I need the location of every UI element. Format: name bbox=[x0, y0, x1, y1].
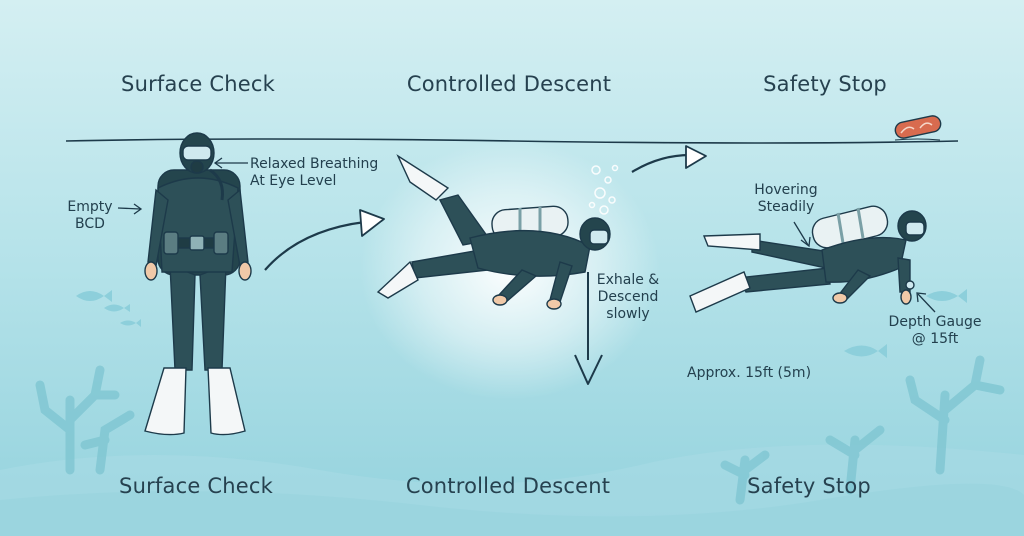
mask bbox=[905, 221, 925, 236]
fin-upper bbox=[396, 154, 450, 201]
label-exhale-line2: Descend bbox=[597, 289, 659, 305]
pointer-arrows bbox=[117, 157, 936, 313]
surface-buoy bbox=[894, 115, 942, 141]
label-gauge-line1: Depth Gauge bbox=[888, 314, 982, 330]
label-relaxed-line1: Relaxed Breathing bbox=[250, 156, 379, 172]
fin-lower bbox=[376, 260, 419, 299]
coral-left bbox=[35, 365, 135, 475]
label-empty-line1: Empty bbox=[67, 199, 113, 215]
label-gauge-line2: @ 15ft bbox=[911, 331, 959, 347]
diver-surface-check bbox=[144, 132, 252, 436]
label-exhale-line1: Exhale & bbox=[596, 272, 660, 288]
mask bbox=[182, 145, 212, 161]
seafloor-front bbox=[0, 483, 1024, 536]
title-bottom-safety-stop: Safety Stop bbox=[747, 474, 871, 498]
title-bottom-surface-check: Surface Check bbox=[119, 474, 273, 498]
fin-left bbox=[144, 367, 187, 436]
title-top-surface-check: Surface Check bbox=[121, 72, 275, 96]
arrow-descent-to-stop bbox=[631, 145, 707, 173]
fin-right bbox=[207, 367, 246, 436]
mask bbox=[589, 229, 609, 245]
coral-right bbox=[720, 355, 1005, 505]
label-hover-line2: Steadily bbox=[757, 199, 815, 215]
label-empty-bcd: Empty BCD bbox=[67, 199, 112, 233]
label-hovering-steadily: Hovering Steadily bbox=[754, 182, 817, 216]
diver-safety-stop bbox=[689, 205, 927, 313]
arrow-surface-to-descent bbox=[264, 209, 385, 271]
label-depth-note: Approx. 15ft (5m) bbox=[687, 365, 812, 381]
diver-controlled-descent bbox=[376, 154, 611, 310]
bubbles bbox=[588, 164, 619, 215]
label-relaxed-breathing: Relaxed Breathing At Eye Level bbox=[250, 156, 378, 190]
depth-gauge bbox=[905, 280, 915, 290]
title-top-controlled-descent: Controlled Descent bbox=[406, 72, 612, 96]
title-top-safety-stop: Safety Stop bbox=[763, 72, 887, 96]
label-exhale-line3: slowly bbox=[606, 306, 650, 322]
label-exhale-descend: Exhale & Descend slowly bbox=[597, 272, 659, 323]
label-empty-line2: BCD bbox=[75, 216, 105, 232]
arrow-descend-down bbox=[574, 272, 603, 385]
label-hover-line1: Hovering bbox=[754, 182, 818, 198]
label-depth-gauge: Depth Gauge @ 15ft bbox=[889, 314, 982, 348]
fin-lower bbox=[689, 271, 751, 313]
title-bottom-controlled-descent: Controlled Descent bbox=[405, 474, 611, 498]
fish-group bbox=[76, 289, 967, 358]
fin-upper bbox=[702, 233, 761, 251]
label-relaxed-line2: At Eye Level bbox=[250, 173, 337, 189]
